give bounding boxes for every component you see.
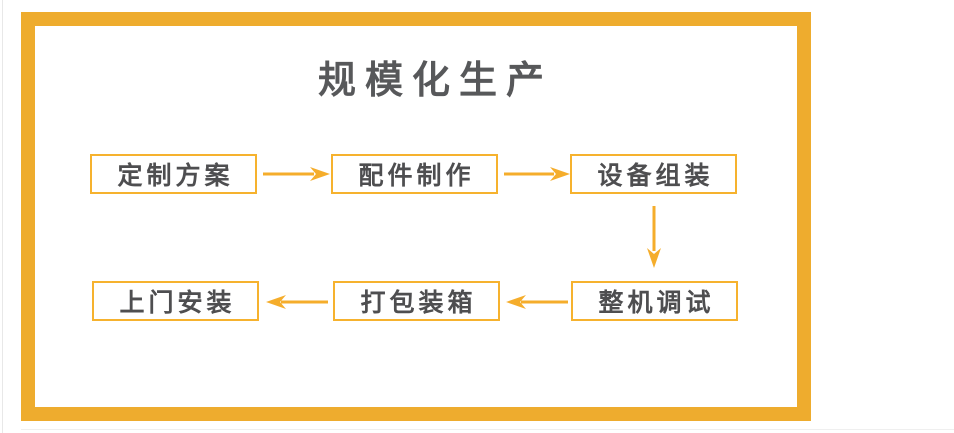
flow-node-onsite-installation: 上门安装 [92, 281, 259, 321]
flow-node-parts-production: 配件制作 [331, 154, 498, 194]
flow-node-custom-plan: 定制方案 [90, 154, 257, 194]
flow-node-machine-debugging: 整机调试 [571, 281, 738, 321]
flow-node-equipment-assembly: 设备组装 [570, 154, 737, 194]
frame-border [21, 12, 811, 421]
diagram-title: 规模化生产 [318, 58, 554, 102]
flow-node-packing: 打包装箱 [333, 281, 500, 321]
page-edge-divider-bottom [21, 429, 954, 430]
page-edge-divider-left [2, 0, 3, 433]
